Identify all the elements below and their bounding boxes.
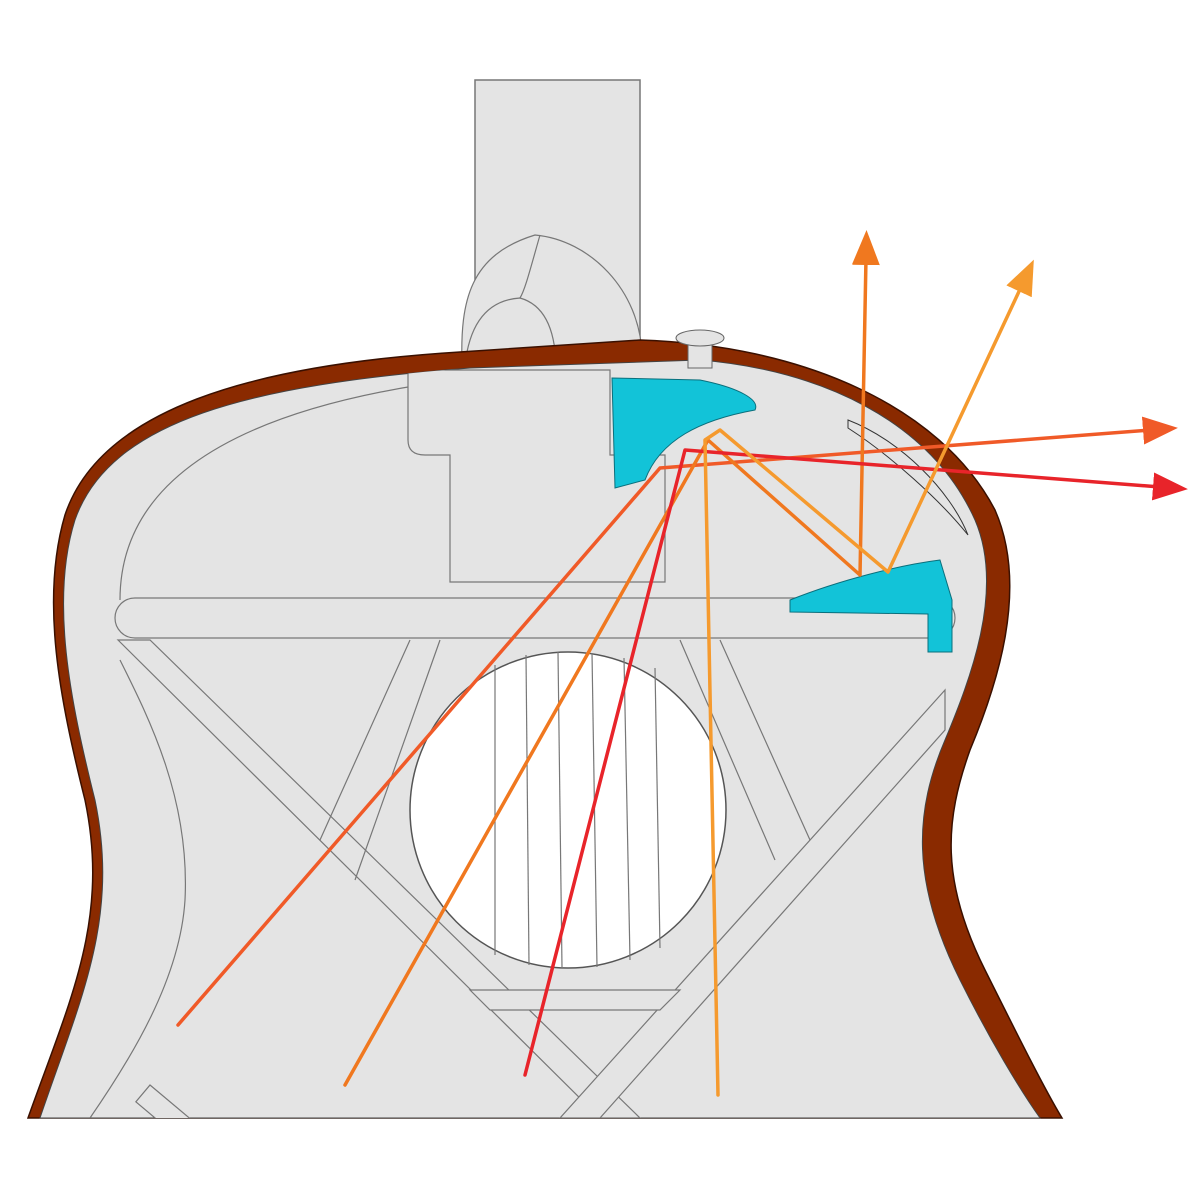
upper-reflector <box>611 377 757 489</box>
inner-lining <box>119 384 421 601</box>
lower-brace <box>468 989 682 1011</box>
soundhole-strings <box>494 651 661 969</box>
x-brace-right <box>558 688 946 1118</box>
neck-block <box>407 369 666 583</box>
bridge-plate <box>135 1084 213 1118</box>
ray-orange-red <box>176 416 1178 1027</box>
brace-diagonal-right <box>679 639 811 861</box>
brace-diagonal-left <box>319 639 441 881</box>
upper-transverse-brace <box>114 597 956 639</box>
lower-reflector <box>789 559 953 653</box>
ray-orange <box>343 230 880 1087</box>
ray-light-orange <box>703 259 1034 1097</box>
inner-lining-lower <box>89 659 187 1118</box>
ray-red <box>523 448 1188 1077</box>
neck-heel-curve <box>519 234 541 299</box>
soundhole <box>409 651 727 969</box>
strap-button-icon <box>675 329 725 369</box>
